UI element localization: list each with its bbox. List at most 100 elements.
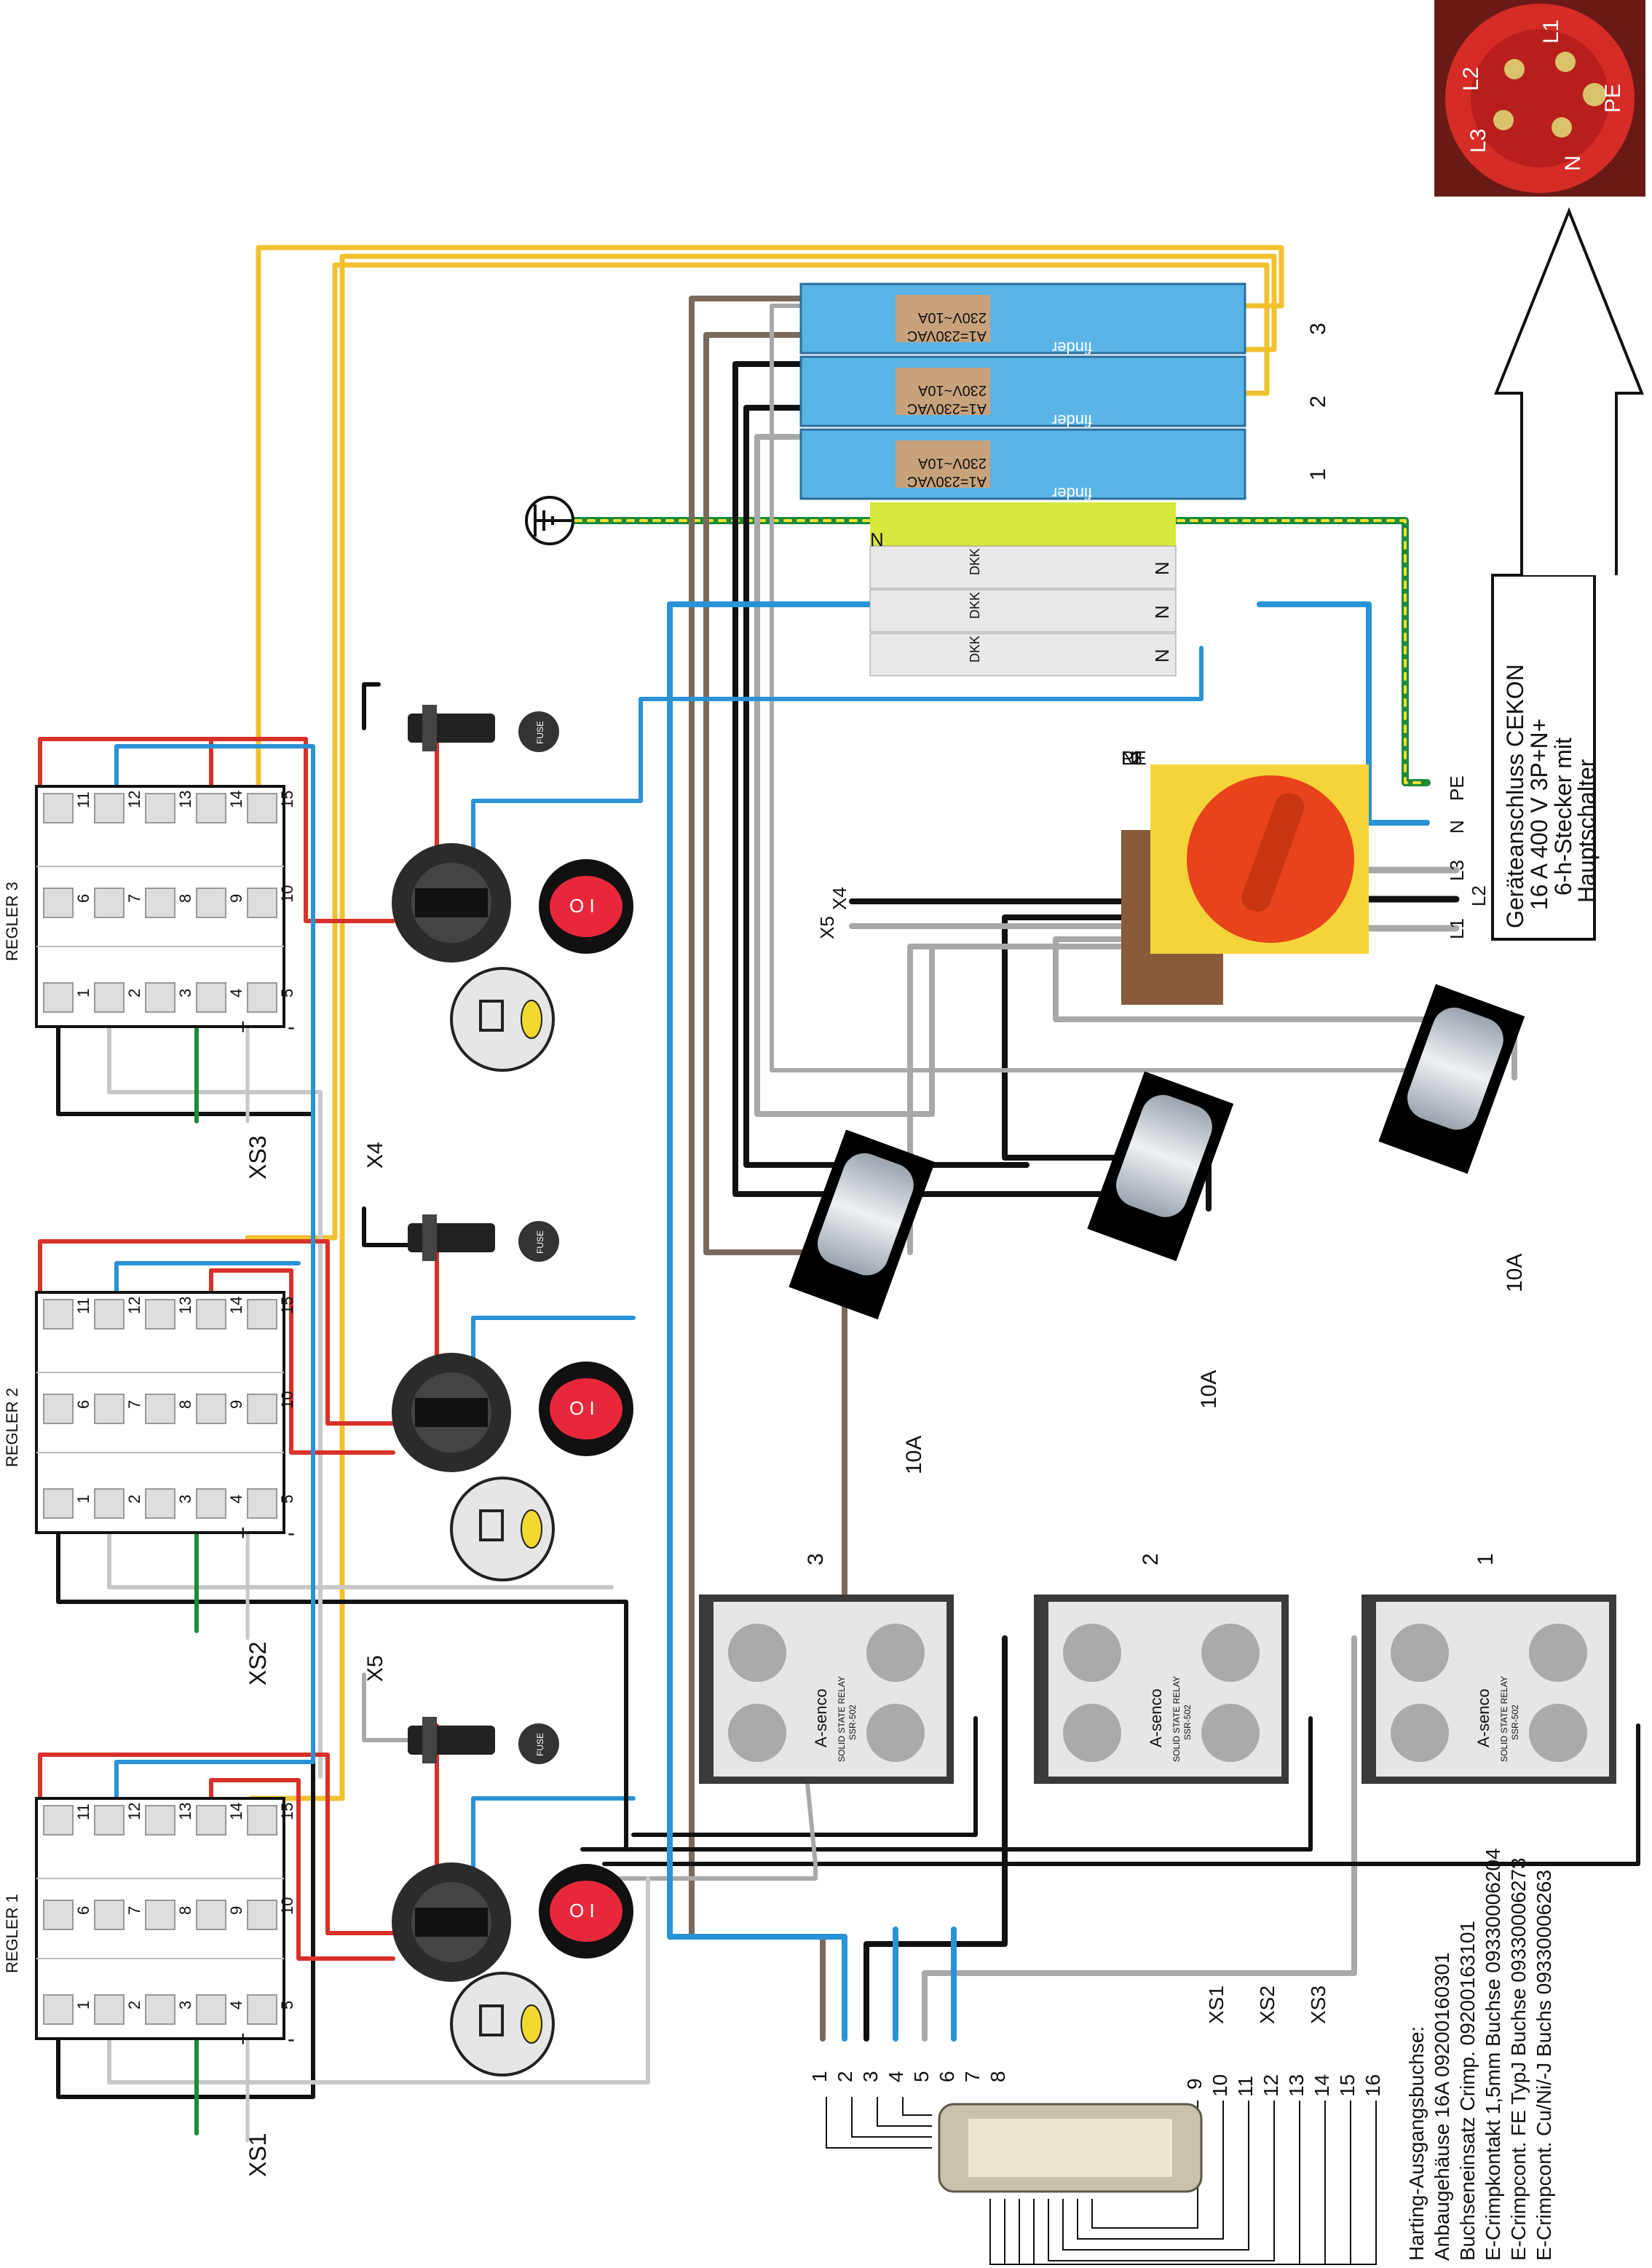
relay-brand: finder (1052, 411, 1092, 430)
relay-brand: finder (1052, 484, 1092, 502)
terminal-number: 3 (176, 989, 194, 997)
neutral-label: N (1151, 649, 1173, 663)
xs-label: XS2 (245, 1642, 271, 1686)
switch-symbol: O I (569, 895, 595, 917)
regler-title: REGLER 3 (3, 882, 21, 961)
ssr-model: SSR-502 (1510, 1704, 1520, 1740)
finder-relays: 230V~10A A1=230VAC finder 3 230V~10A A1=… (525, 282, 1330, 676)
minus-sign: - (288, 1521, 295, 1545)
fuse-label-x5: X5 (363, 1655, 387, 1682)
label-pe: PE (1446, 775, 1468, 801)
device-line-4: Hauptschalter (1573, 759, 1600, 903)
harting-leads (826, 2097, 1377, 2265)
terminal-number: 12 (125, 1803, 143, 1820)
lamp-socket (392, 1353, 511, 1472)
fuse-module (1378, 984, 1525, 1174)
minus-sign: - (288, 1015, 295, 1039)
terminal-number: 1 (74, 2001, 92, 2010)
terminal-row (43, 793, 277, 1013)
rocker-switch: O I (539, 859, 633, 954)
fuse-modules: 10A 10A 10A (789, 984, 1527, 1474)
label-l3: L3 (1446, 860, 1468, 881)
earth-icon (525, 496, 574, 545)
breaker: DKK N (869, 529, 1177, 589)
relay-spec: 230V~10A (917, 382, 987, 398)
lamp-socket (392, 1862, 511, 1982)
terminal-number: 7 (125, 1400, 143, 1409)
relay-coil: A1=230VAC (907, 473, 987, 489)
label-l2: L2 (1468, 885, 1490, 906)
wire-blue (471, 646, 1204, 905)
relay-spec: 230V~10A (917, 455, 987, 471)
terminal-number: 13 (176, 1297, 194, 1314)
wire-red (38, 1239, 395, 1426)
wire-black (631, 1716, 978, 1837)
ssr-3: A-senco SOLID STATE RELAY SSR-502 (699, 1595, 954, 1784)
ssr-type: SOLID STATE RELAY (1171, 1676, 1182, 1762)
breaker: DKK (869, 589, 1177, 633)
lamp-symbol (450, 1972, 555, 2077)
arrow-up-icon (1494, 207, 1644, 575)
terminal-number: 11 (74, 791, 92, 808)
harting-pin: 9 (1183, 2078, 1206, 2090)
label-l2: L2 (1121, 747, 1142, 769)
terminal-number: 3 (176, 2001, 194, 2010)
wire-grey (907, 944, 1139, 1255)
wire-black (602, 1723, 1640, 1866)
harting-pin: 2 (834, 2071, 856, 2082)
fuse-rating: 10A (902, 1436, 926, 1474)
harting-pin: 6 (936, 2071, 958, 2082)
harting-pin: 14 (1311, 2074, 1333, 2097)
terminal-number: 9 (227, 1400, 245, 1409)
wire-brown (703, 332, 862, 1255)
terminal-number: 5 (278, 989, 296, 997)
terminal-number: 3 (176, 1495, 194, 1504)
terminal-number: 4 (227, 2001, 245, 2010)
device-line-2: 16 A 400 V 3P+N+ (1526, 719, 1552, 910)
harting-xs: XS2 (1256, 1986, 1278, 2024)
label-l1: L1 (1121, 747, 1142, 769)
wire-earth (574, 519, 1428, 784)
fuse-module (1087, 1071, 1234, 1262)
terminal-number: 10 (278, 1391, 296, 1409)
ssr-type: SOLID STATE RELAY (837, 1676, 847, 1762)
harting-xs: XS3 (1307, 1986, 1329, 2024)
terminal-number: 14 (227, 1803, 245, 1820)
regler-3: REGLER 3 11 12 13 14 15 6 7 8 9 10 1 (3, 785, 296, 1180)
wire-grey (107, 1520, 614, 1589)
label-x5: X5 (816, 916, 838, 939)
device-line-3: 6-h-Stecker mit (1550, 738, 1576, 896)
wire-red (38, 1753, 395, 1935)
regler-1: REGLER 1 11 12 13 14 15 6 7 8 9 10 1 (3, 1797, 296, 2177)
harting-note: Anbaugehäuse 16A 09200160301 (1431, 1952, 1453, 2261)
terminal-number: 8 (176, 894, 194, 903)
ssr-type: SOLID STATE RELAY (1499, 1676, 1509, 1762)
relay-2: 230V~10A A1=230VAC finder (799, 355, 1246, 430)
fuse-rating: 10A (1503, 1254, 1527, 1292)
wire-grey (922, 1635, 1357, 2042)
harting-pin: 5 (910, 2071, 933, 2082)
label-pe: PE (1121, 747, 1147, 769)
terminal-number: 12 (125, 1297, 143, 1314)
terminal-number: 4 (227, 1495, 245, 1504)
lamp-symbol (450, 967, 555, 1072)
relay-spec: 230V~10A (917, 309, 987, 325)
harting-pin: 12 (1260, 2074, 1282, 2097)
harting-xs: XS1 (1205, 1986, 1228, 2024)
terminal-number: 6 (74, 1906, 92, 1915)
main-switch: PE N L3 L2 L1 (1121, 747, 1369, 1005)
breaker-text: DKK (968, 636, 982, 663)
wire-grey (362, 1672, 424, 1742)
fuse-holder: FUSE (408, 1214, 559, 1262)
harting-note: Harting-Ausgangsbuchse: (1405, 2026, 1428, 2261)
wire-blue (471, 1796, 636, 1881)
wire-grey (566, 1716, 818, 1881)
fuse-text: FUSE (535, 1230, 545, 1254)
neutral-label: N (1151, 561, 1173, 575)
plug-pin-l1: L1 (1539, 20, 1563, 44)
regler-2: REGLER 2 11 12 13 14 15 6 7 8 9 10 1 (3, 1291, 296, 1686)
ssr-label: 2 (1139, 1553, 1163, 1565)
fuse-module (789, 1129, 936, 1320)
wire-blue (471, 1316, 636, 1371)
